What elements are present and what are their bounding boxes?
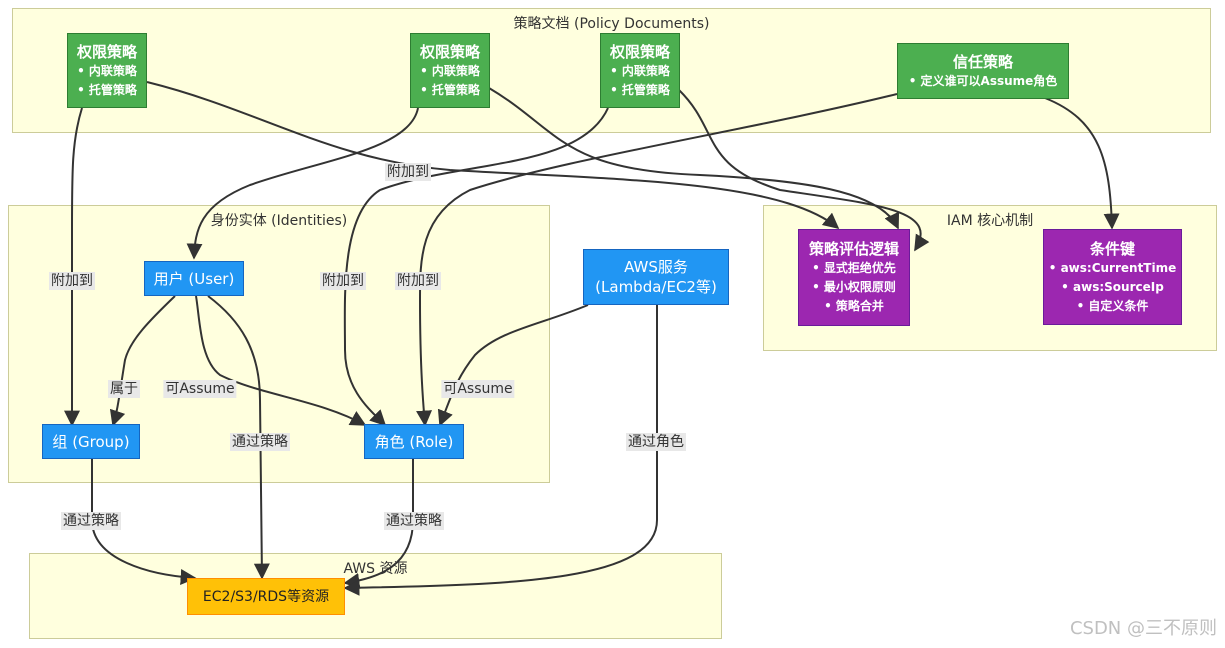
- edge-trust-cond: [1044, 97, 1120, 230]
- node-title: 权限策略: [419, 42, 480, 61]
- permission-policy-node-1[interactable]: 权限策略 • 内联策略 • 托管策略: [67, 33, 147, 108]
- permission-policy-node-3[interactable]: 权限策略 • 内联策略 • 托管策略: [600, 33, 680, 108]
- aws-service-node[interactable]: AWS服务 (Lambda/EC2等): [583, 249, 729, 305]
- node-subtitle: (Lambda/EC2等): [595, 278, 717, 296]
- edge-perm2-user: [186, 107, 419, 260]
- edge-user-role: [195, 295, 367, 426]
- condition-keys-node[interactable]: 条件键 • aws:CurrentTime • aws:SourceIp • 自…: [1043, 229, 1182, 325]
- edge-label-via-policy: 通过策略: [230, 433, 290, 451]
- node-line: • 自定义条件: [1076, 298, 1149, 313]
- node-line: • 内联策略: [77, 63, 137, 78]
- edge-user-res: [207, 295, 270, 580]
- cluster-title: 策略文档 (Policy Documents): [513, 16, 710, 32]
- cluster-title: AWS 资源: [343, 561, 408, 577]
- edge-perm2-eval: [488, 87, 900, 230]
- aws-resource-node[interactable]: EC2/S3/RDS等资源: [187, 578, 345, 615]
- edge-user-group: [109, 295, 176, 427]
- edge-perm3-role: [343, 107, 609, 427]
- trust-policy-node[interactable]: 信任策略 • 定义谁可以Assume角色: [897, 43, 1069, 99]
- node-title: 策略评估逻辑: [808, 240, 899, 258]
- cluster-title: IAM 核心机制: [946, 213, 1034, 229]
- edge-label-via-policy: 通过策略: [61, 512, 121, 530]
- edge-label-attach: 附加到: [49, 272, 95, 290]
- node-title: AWS服务: [624, 258, 688, 276]
- node-line: • 策略合并: [824, 299, 884, 313]
- node-title: 条件键: [1089, 239, 1135, 258]
- edge-perm1-group: [64, 107, 83, 427]
- watermark: CSDN @三不原则: [1069, 618, 1217, 639]
- edge-label-assume: 可Assume: [163, 380, 237, 398]
- edge-label-attach: 附加到: [320, 272, 366, 290]
- edge-perm3-eval: [678, 89, 930, 252]
- edge-perm1-eval: [146, 81, 840, 230]
- node-line: • aws:CurrentTime: [1048, 260, 1177, 275]
- node-line: • 定义谁可以Assume角色: [908, 73, 1058, 88]
- role-node[interactable]: 角色 (Role): [364, 424, 464, 459]
- edge-label-belongs: 属于: [108, 380, 140, 398]
- user-node[interactable]: 用户 (User): [144, 261, 244, 296]
- node-line: • 内联策略: [420, 63, 480, 78]
- permission-policy-node-2[interactable]: 权限策略 • 内联策略 • 托管策略: [410, 33, 490, 108]
- edge-label-via-role: 通过角色: [626, 433, 686, 451]
- node-title: 用户 (User): [153, 269, 235, 288]
- edge-label-attach: 附加到: [385, 163, 431, 181]
- node-line: • 内联策略: [610, 63, 670, 78]
- cluster-title: 身份实体 (Identities): [210, 213, 348, 229]
- node-line: • aws:SourceIp: [1061, 279, 1164, 294]
- node-line: • 托管策略: [420, 82, 480, 97]
- node-title: 信任策略: [952, 52, 1013, 71]
- edge-trust-role: [416, 93, 898, 427]
- edge-label-assume: 可Assume: [441, 380, 515, 398]
- node-title: 权限策略: [76, 42, 137, 61]
- edge-service-res: [343, 305, 658, 596]
- edge-label-via-policy: 通过策略: [384, 512, 444, 530]
- group-node[interactable]: 组 (Group): [42, 424, 140, 459]
- node-title: 权限策略: [609, 42, 670, 61]
- node-line: • 托管策略: [610, 82, 670, 97]
- policy-evaluation-node[interactable]: 策略评估逻辑 • 显式拒绝优先 • 最小权限原则 • 策略合并: [798, 229, 910, 326]
- node-title: EC2/S3/RDS等资源: [202, 588, 330, 605]
- node-line: • 最小权限原则: [812, 280, 896, 294]
- node-title: 角色 (Role): [374, 432, 454, 451]
- node-title: 组 (Group): [52, 432, 130, 451]
- node-line: • 显式拒绝优先: [812, 261, 896, 275]
- edge-service-role: [437, 304, 589, 427]
- edge-label-attach: 附加到: [395, 272, 441, 290]
- node-line: • 托管策略: [77, 82, 137, 97]
